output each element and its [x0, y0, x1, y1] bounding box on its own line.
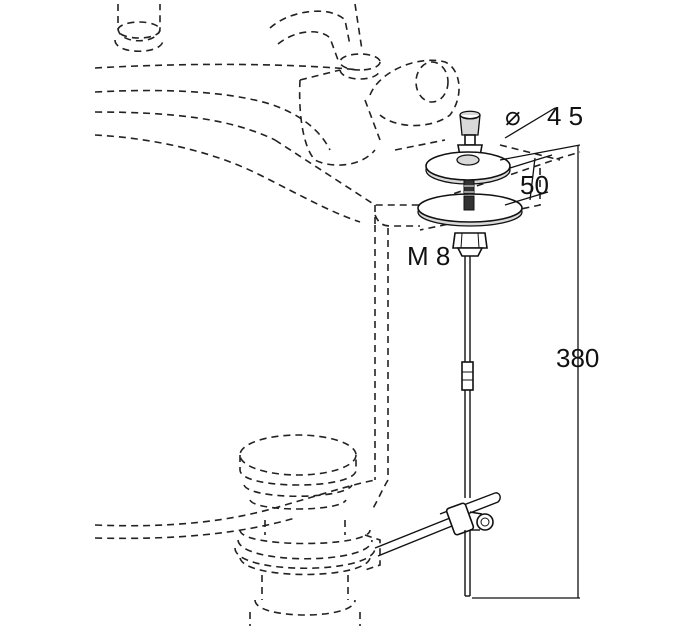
basin-outline [94, 63, 581, 540]
lift-rod [461, 255, 474, 597]
diameter-symbol: ⌀ [505, 101, 521, 131]
rod-length-label: 380 [556, 343, 599, 373]
faucet-outline [114, 3, 460, 166]
height-label: 50 [520, 170, 549, 200]
pivot-rod [374, 492, 501, 557]
diameter-value: 4 5 [547, 101, 583, 131]
dimension-lines [472, 107, 581, 599]
knob-assembly [417, 110, 523, 257]
diameter-label: ⌀ 4 5 [505, 101, 583, 131]
thread-label: M 8 [407, 241, 450, 271]
popup-plug [234, 434, 381, 626]
